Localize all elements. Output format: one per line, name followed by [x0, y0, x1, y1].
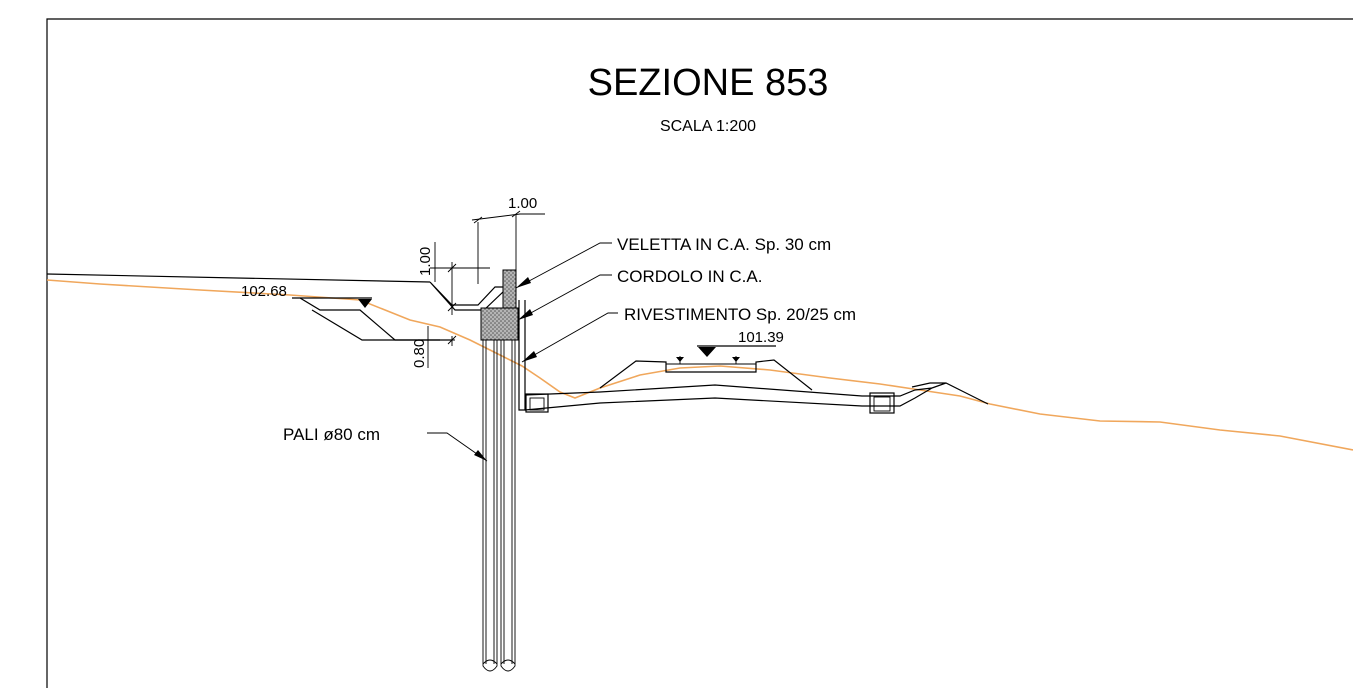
ditch-outline	[429, 281, 506, 311]
tunnel-deck	[524, 384, 933, 411]
ground-profile-line	[46, 279, 1353, 451]
road-embankment	[599, 359, 813, 391]
rivestimento-leader	[521, 312, 618, 363]
pali-label: PALI ø80 cm	[283, 425, 380, 444]
veletta-wall	[502, 269, 517, 311]
right-drain-box	[869, 392, 895, 414]
right-drain-inner	[873, 396, 891, 412]
right-bank	[911, 382, 989, 405]
scale-label: SCALA 1:200	[660, 118, 756, 135]
piles	[482, 340, 516, 672]
section-title: SEZIONE 853	[588, 62, 829, 104]
rivestimento-label: RIVESTIMENTO Sp. 20/25 cm	[624, 305, 856, 324]
cordolo-height-value: 0.80	[411, 339, 428, 368]
lining-wall	[518, 300, 526, 411]
left-level-marker	[292, 297, 452, 341]
cordolo-label: CORDOLO IN C.A.	[617, 267, 762, 286]
left-elevation: 102.68	[241, 283, 287, 300]
ditch-depth-dimension	[430, 242, 490, 315]
top-width-dimension	[471, 210, 545, 284]
existing-terrain-line	[46, 273, 431, 283]
drawing-frame	[46, 18, 1353, 688]
road-level-marker	[676, 345, 776, 364]
cordolo-beam	[480, 307, 519, 341]
left-drain-box	[525, 393, 549, 413]
road-elevation: 101.39	[738, 329, 784, 346]
top-width-value: 1.00	[508, 195, 537, 212]
cordolo-height-dimension	[425, 326, 457, 368]
cordolo-leader	[517, 274, 612, 321]
veletta-label: VELETTA IN C.A. Sp. 30 cm	[617, 235, 831, 254]
left-drain-inner	[529, 397, 545, 411]
pali-leader	[427, 432, 488, 462]
ditch-depth-value: 1.00	[417, 247, 434, 276]
veletta-leader	[515, 242, 612, 289]
